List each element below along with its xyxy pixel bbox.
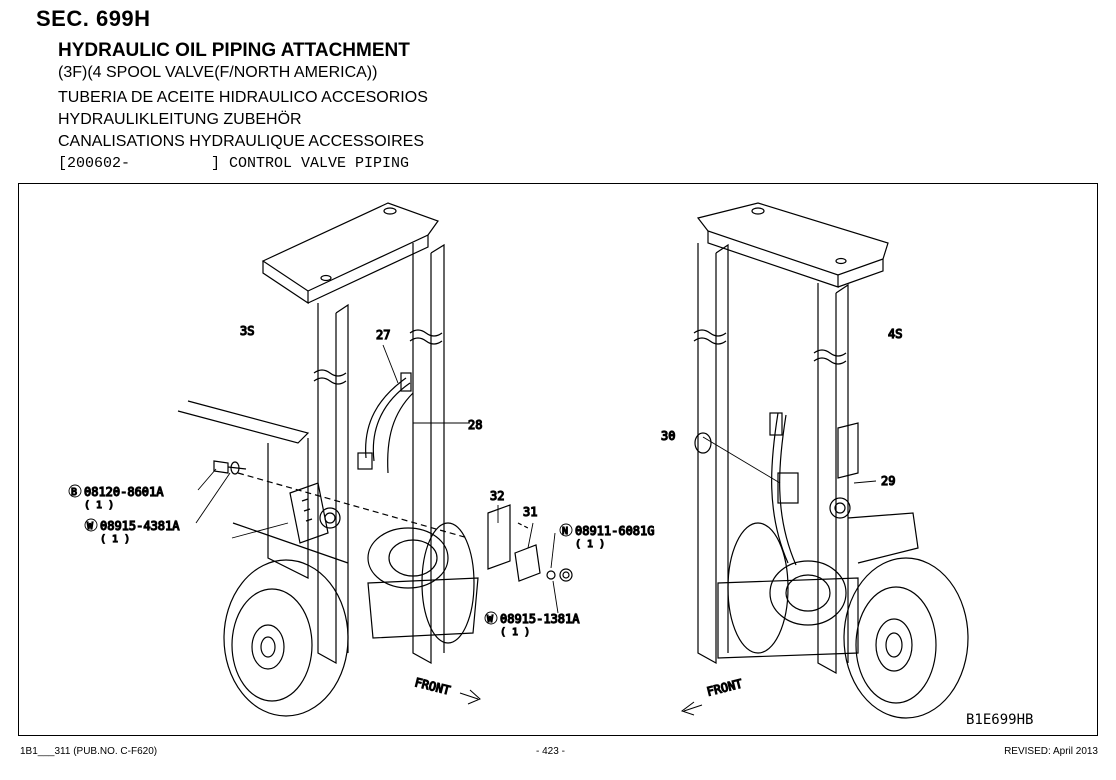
part-b-prefix: B: [71, 487, 77, 498]
view-label-right: 4S: [888, 327, 902, 341]
part-n-prefix: N: [562, 526, 568, 537]
footer-publication: 1B1___311 (PUB.NO. C-F620): [20, 746, 158, 757]
part-n-qty: ( 1 ): [575, 539, 605, 550]
callout-32: 32: [490, 489, 504, 503]
callout-29: 29: [881, 474, 895, 488]
right-forklift-drawing: [693, 202, 969, 719]
footer-page-number: - 423 -: [536, 746, 565, 757]
diagram-frame: [18, 183, 1098, 736]
front-arrow-left: FRONT: [413, 675, 481, 705]
svg-text:FRONT: FRONT: [413, 675, 451, 697]
title-french: CANALISATIONS HYDRAULIQUE ACCESSOIRES: [58, 133, 425, 150]
part-w1-qty: ( 1 ): [100, 534, 130, 545]
front-arrow-right: FRONT: [680, 676, 744, 716]
serial-range: [200602- ] CONTROL VALVE PIPING: [58, 155, 410, 172]
callout-28: 28: [468, 418, 482, 432]
leader-lines: [195, 344, 877, 614]
title-subtitle: (3F)(4 SPOOL VALVE(F/NORTH AMERICA)): [58, 64, 378, 81]
svg-text:FRONT: FRONT: [705, 677, 743, 699]
part-n-number: 08911-6081G: [575, 524, 654, 538]
part-w1-prefix: W: [87, 521, 94, 532]
part-b-qty: ( 1 ): [84, 500, 114, 511]
parts-diagram: 3S 4S 27 28 29 30 31 32 B 08120-8601A ( …: [68, 202, 969, 719]
section-number: SEC. 699H: [36, 6, 151, 31]
part-w2-prefix: W: [487, 614, 494, 625]
callout-31: 31: [523, 505, 537, 519]
title-spanish: TUBERIA DE ACEITE HIDRAULICO ACCESORIOS: [58, 89, 428, 106]
part-w2-qty: ( 1 ): [500, 627, 530, 638]
footer-revised-date: REVISED: April 2013: [1004, 746, 1098, 757]
part-w2-number: 08915-1381A: [500, 612, 580, 626]
part-w1-number: 08915-4381A: [100, 519, 180, 533]
left-forklift-drawing: [177, 202, 573, 717]
part-b-number: 08120-8601A: [84, 485, 164, 499]
callout-27: 27: [376, 328, 390, 342]
title-english: HYDRAULIC OIL PIPING ATTACHMENT: [58, 40, 410, 61]
view-label-left: 3S: [240, 324, 254, 338]
figure-reference-code: B1E699HB: [966, 712, 1034, 728]
callout-30: 30: [661, 429, 675, 443]
title-german: HYDRAULIKLEITUNG ZUBEHÖR: [58, 111, 302, 128]
